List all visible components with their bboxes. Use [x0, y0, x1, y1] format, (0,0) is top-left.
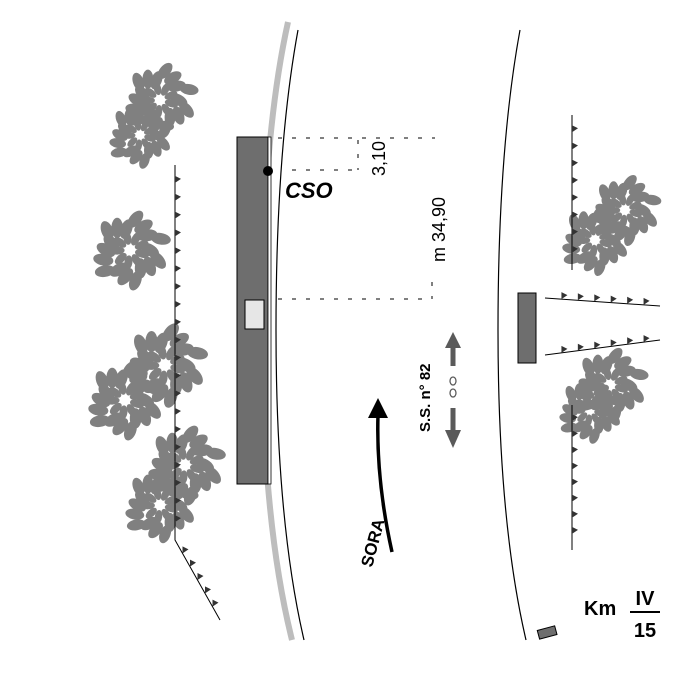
- hedge-mark: [572, 462, 578, 470]
- hedge-right: [544, 115, 661, 550]
- hedge-mark: [561, 292, 568, 300]
- building-door: [244, 299, 265, 330]
- hedge-mark: [572, 446, 578, 454]
- road-name-label: S.S. n° 82: [417, 363, 434, 432]
- hedge-mark: [175, 479, 181, 487]
- tree-icon: [109, 102, 175, 169]
- hedge-mark: [572, 159, 578, 167]
- tree-icon: [559, 377, 625, 444]
- hedge-mark: [572, 510, 578, 518]
- hedge-mark: [175, 354, 181, 362]
- hedge-mark: [175, 515, 181, 523]
- hedge-line: [544, 339, 661, 356]
- hedge-mark: [175, 318, 181, 326]
- hedge-mark: [627, 337, 634, 345]
- station-dot-icon: [263, 166, 273, 176]
- hedge-mark: [561, 345, 568, 353]
- building-right: [517, 292, 537, 364]
- hedge-mark: [175, 443, 181, 451]
- hedge-mark: [572, 494, 578, 502]
- hedge-line: [174, 165, 221, 621]
- hedge-mark: [594, 294, 601, 302]
- tree-icon: [88, 360, 166, 441]
- hedge-mark: [643, 335, 650, 343]
- hedge-mark: [643, 297, 650, 305]
- hedge-mark: [572, 176, 578, 184]
- hedge-mark: [175, 300, 181, 308]
- hedge-mark: [175, 336, 181, 344]
- hedge-mark: [572, 526, 578, 534]
- hedge-mark: [572, 211, 578, 219]
- hedge-mark: [175, 425, 181, 433]
- hedge-mark: [627, 296, 634, 304]
- hedge-mark: [572, 245, 578, 253]
- offset-dimension-label: 3,10: [369, 141, 389, 176]
- hedge-mark: [182, 546, 189, 554]
- station-code-label: CSO: [285, 178, 333, 203]
- road-edge-right: [497, 29, 527, 641]
- hedge-mark: [577, 293, 584, 301]
- hedge-mark: [175, 461, 181, 469]
- km-denominator-label: 15: [634, 620, 656, 642]
- hedge-mark: [175, 175, 181, 183]
- road-edge-left: [275, 29, 305, 641]
- hedge-mark: [190, 559, 196, 567]
- hedge-mark: [175, 283, 181, 290]
- hedge-mark: [205, 586, 211, 594]
- hedge-mark: [572, 228, 578, 236]
- hedge-mark: [572, 414, 578, 422]
- km-marker-block: [536, 625, 558, 640]
- hedge-mark: [197, 573, 204, 580]
- tree-icon: [125, 467, 199, 544]
- hedge-mark: [212, 599, 219, 607]
- hedge-mark: [175, 247, 181, 255]
- hedge-left: [174, 165, 221, 621]
- trees-left: [88, 62, 226, 544]
- hedge-mark: [175, 408, 181, 415]
- hedge-mark: [594, 341, 601, 349]
- hedge-mark: [175, 211, 181, 219]
- double-arrow-icon: [445, 332, 461, 448]
- trees-right: [559, 174, 662, 444]
- km-prefix-label: Km: [584, 598, 616, 620]
- dimension-lines: [278, 137, 435, 300]
- hedge-mark: [572, 478, 578, 486]
- hedge-mark: [175, 265, 181, 273]
- hedge-mark: [175, 497, 181, 505]
- hedge-mark: [610, 339, 617, 347]
- hedge-mark: [572, 430, 578, 438]
- hedge-mark: [572, 142, 578, 150]
- river-name-label: SORA: [358, 517, 389, 569]
- hedge-mark: [610, 295, 617, 303]
- hedge-line: [544, 297, 661, 307]
- hedge-mark: [577, 343, 584, 351]
- building-left-strip: [267, 136, 272, 485]
- curved-arrow-icon: [368, 398, 394, 553]
- hedge-mark: [175, 390, 181, 398]
- hedge-mark: [572, 194, 578, 202]
- km-numerator-label: IV: [636, 588, 656, 610]
- hedge-mark: [572, 125, 578, 133]
- hedge-mark: [175, 229, 181, 237]
- length-dimension-label: m 34,90: [429, 197, 449, 262]
- hedge-mark: [175, 372, 181, 380]
- hedge-mark: [175, 193, 181, 201]
- tree-icon: [93, 210, 171, 291]
